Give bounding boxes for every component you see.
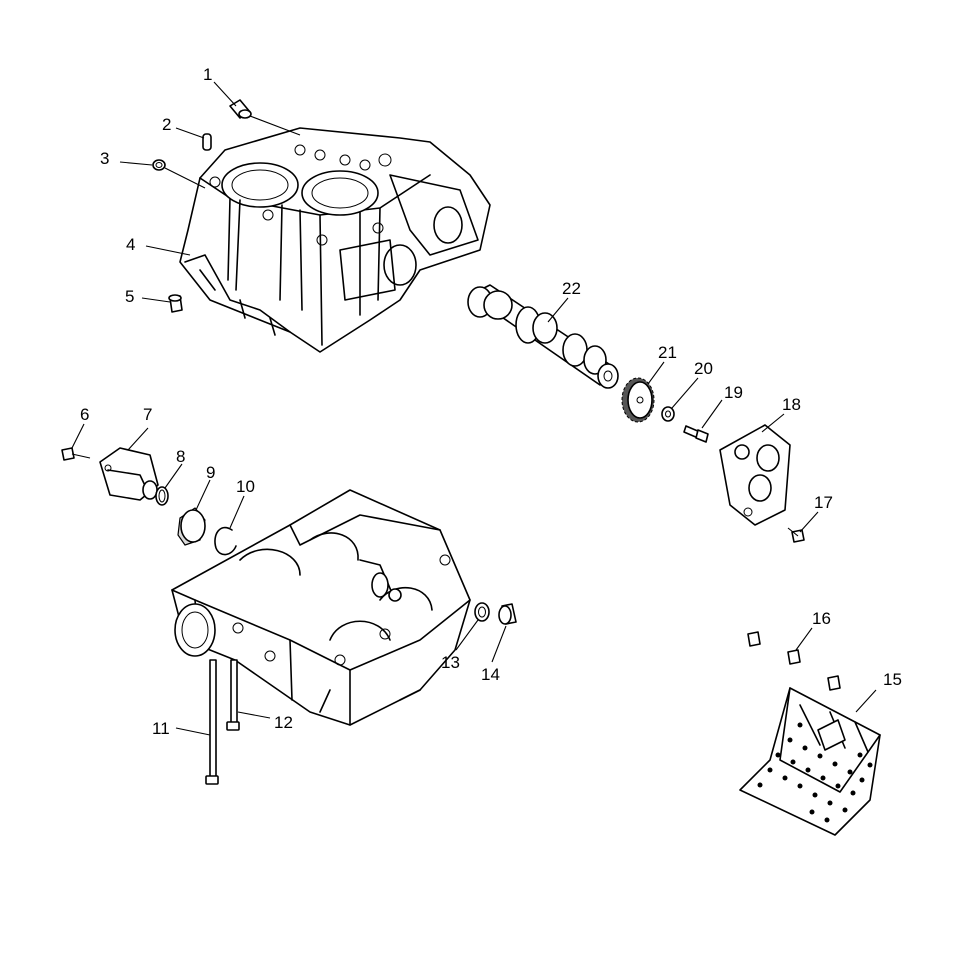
callout-18: 18 bbox=[782, 395, 801, 414]
part-7-cover bbox=[99, 447, 159, 501]
part-14-plug bbox=[498, 603, 517, 625]
part-5-plug bbox=[168, 294, 183, 313]
callout-16: 16 bbox=[812, 609, 831, 628]
callout-2: 2 bbox=[162, 115, 171, 134]
callout-3: 3 bbox=[100, 149, 109, 168]
part-19-bolt bbox=[683, 425, 709, 443]
callout-14: 14 bbox=[481, 665, 500, 684]
part-13-washer bbox=[474, 602, 490, 622]
callout-11: 11 bbox=[152, 719, 170, 738]
callout-9: 9 bbox=[206, 463, 215, 482]
callout-6: 6 bbox=[80, 405, 89, 424]
callout-13: 13 bbox=[441, 653, 460, 672]
part-12-bolt bbox=[226, 659, 240, 731]
part-15-baffle bbox=[739, 687, 881, 836]
part-9-seal bbox=[177, 507, 206, 546]
callout-22: 22 bbox=[562, 279, 581, 298]
callout-5: 5 bbox=[125, 287, 134, 306]
part-17-screw bbox=[787, 527, 805, 543]
part-6-bolt bbox=[61, 447, 91, 461]
part-20-washer bbox=[661, 406, 675, 422]
callout-10: 10 bbox=[236, 477, 255, 496]
part-22-camshaft bbox=[467, 284, 619, 389]
lower-crankcase bbox=[171, 489, 471, 726]
upper-crankcase bbox=[179, 127, 491, 353]
callout-7: 7 bbox=[143, 405, 152, 424]
part-18-cover-plate bbox=[719, 424, 791, 526]
part-16-bolts bbox=[747, 631, 841, 691]
part-21-gear bbox=[621, 377, 655, 423]
leader-lines bbox=[71, 81, 877, 736]
part-11-bolt bbox=[205, 659, 219, 785]
callout-4: 4 bbox=[126, 235, 135, 254]
callout-21: 21 bbox=[658, 343, 677, 362]
callout-20: 20 bbox=[694, 359, 713, 378]
callout-1: 1 bbox=[203, 65, 212, 84]
callout-12: 12 bbox=[274, 713, 293, 732]
callout-19: 19 bbox=[724, 383, 743, 402]
callout-17: 17 bbox=[814, 493, 833, 512]
part-3-o-ring bbox=[152, 159, 166, 171]
part-10-circlip bbox=[214, 526, 237, 556]
part-8-ring bbox=[155, 486, 169, 506]
callout-15: 15 bbox=[883, 670, 902, 689]
callout-labels: 1 2 3 4 5 6 7 8 9 10 11 12 13 14 15 16 1… bbox=[80, 65, 902, 738]
callout-8: 8 bbox=[176, 447, 185, 466]
part-2-pin bbox=[202, 133, 212, 151]
